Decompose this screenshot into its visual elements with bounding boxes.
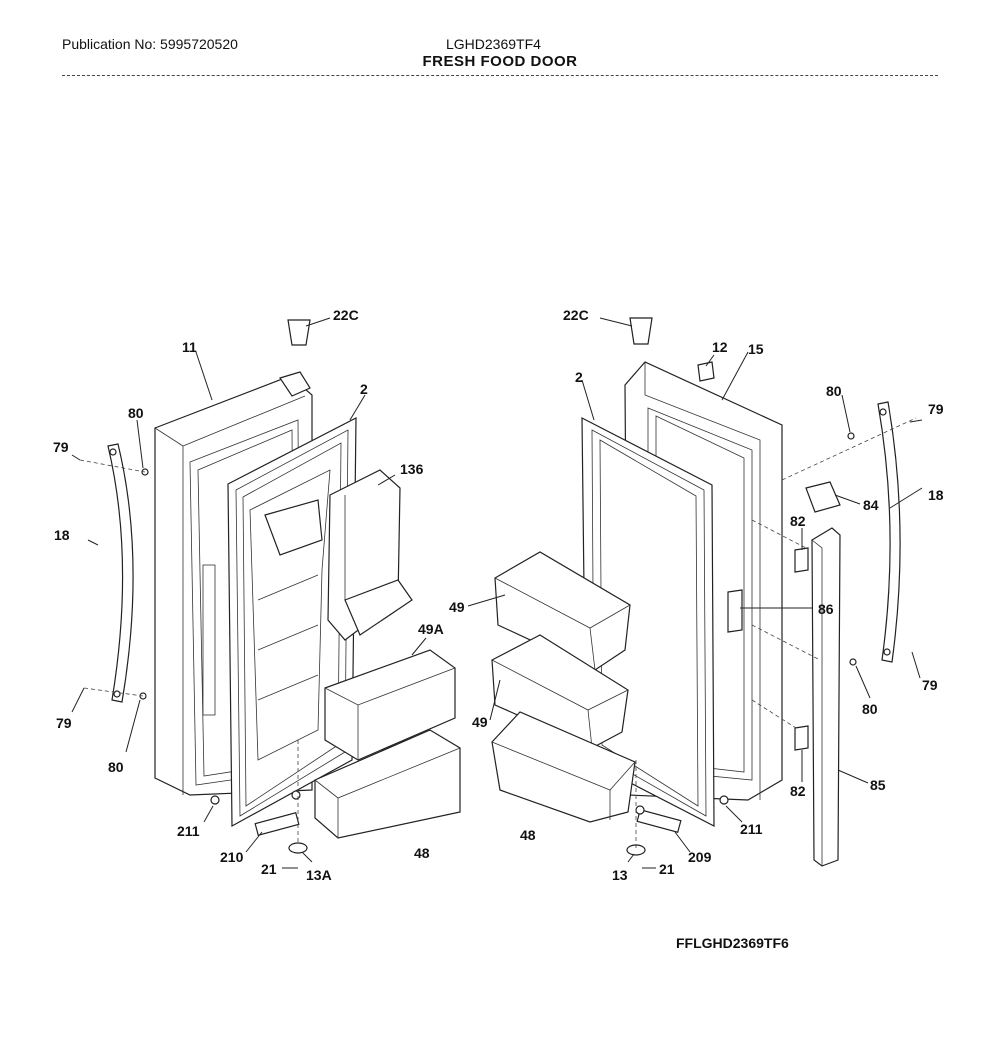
callout-21-right: 21 bbox=[659, 861, 675, 877]
callout-22C-left: 22C bbox=[333, 307, 359, 323]
callout-79-top-left: 79 bbox=[53, 439, 69, 455]
right-handle bbox=[877, 401, 901, 663]
callout-79-bottom-left: 79 bbox=[56, 715, 72, 731]
callout-12: 12 bbox=[712, 339, 728, 355]
assembly-lines bbox=[79, 417, 917, 848]
header-divider bbox=[62, 75, 938, 76]
callout-2-right: 2 bbox=[575, 369, 583, 385]
handle-trim-85 bbox=[811, 527, 841, 867]
callout-80-bottom-right: 80 bbox=[862, 701, 878, 717]
callout-18-left: 18 bbox=[54, 527, 70, 543]
callout-82-upper: 82 bbox=[790, 513, 806, 529]
callout-82-lower: 82 bbox=[790, 783, 806, 799]
callout-84: 84 bbox=[863, 497, 879, 513]
callout-79-top-right: 79 bbox=[928, 401, 944, 417]
callout-13A: 13A bbox=[306, 867, 332, 883]
callout-49-lower: 49 bbox=[472, 714, 488, 730]
left-door-liner bbox=[249, 469, 331, 761]
callout-79-bottom-right: 79 bbox=[922, 677, 938, 693]
door-bin-49-lower bbox=[491, 634, 629, 749]
callout-13: 13 bbox=[612, 867, 628, 883]
callout-80-top-right: 80 bbox=[826, 383, 842, 399]
dairy-bin-136 bbox=[327, 469, 413, 641]
left-door-gasket bbox=[227, 417, 357, 828]
publication-number: Publication No: 5995720520 bbox=[62, 36, 238, 52]
callout-21-left: 21 bbox=[261, 861, 277, 877]
callout-48-right: 48 bbox=[520, 827, 536, 843]
door-bin-48-left bbox=[314, 729, 461, 839]
model-number: LGHD2369TF4 bbox=[446, 36, 541, 52]
callout-labels: 22C 22C 11 2 2 12 15 80 80 79 79 18 18 1… bbox=[53, 307, 944, 883]
page-title: FRESH FOOD DOOR bbox=[422, 53, 578, 70]
callout-49A: 49A bbox=[418, 621, 444, 637]
callout-80-top-left: 80 bbox=[128, 405, 144, 421]
callout-48-left: 48 bbox=[414, 845, 430, 861]
callout-49-upper: 49 bbox=[449, 599, 465, 615]
callout-211-left: 211 bbox=[177, 823, 200, 839]
left-handle bbox=[107, 443, 134, 703]
door-bin-48-right bbox=[491, 711, 636, 823]
callout-2-left: 2 bbox=[360, 381, 368, 397]
callout-15: 15 bbox=[748, 341, 764, 357]
callout-209: 209 bbox=[688, 849, 712, 865]
door-bin-49A bbox=[324, 649, 456, 761]
callout-211-right: 211 bbox=[740, 821, 763, 837]
callout-85: 85 bbox=[870, 777, 886, 793]
diagram-code: FFLGHD2369TF6 bbox=[676, 935, 789, 951]
callout-80-bottom-left: 80 bbox=[108, 759, 124, 775]
callout-210: 210 bbox=[220, 849, 244, 865]
right-small-parts bbox=[626, 317, 857, 856]
door-bin-49-upper bbox=[494, 551, 631, 671]
callout-11: 11 bbox=[182, 339, 197, 355]
callout-136: 136 bbox=[400, 461, 424, 477]
leader-lines bbox=[71, 317, 923, 869]
callout-18-right: 18 bbox=[928, 487, 944, 503]
callout-22C-right: 22C bbox=[563, 307, 589, 323]
left-hinge-parts bbox=[139, 319, 311, 854]
callout-86: 86 bbox=[818, 601, 834, 617]
